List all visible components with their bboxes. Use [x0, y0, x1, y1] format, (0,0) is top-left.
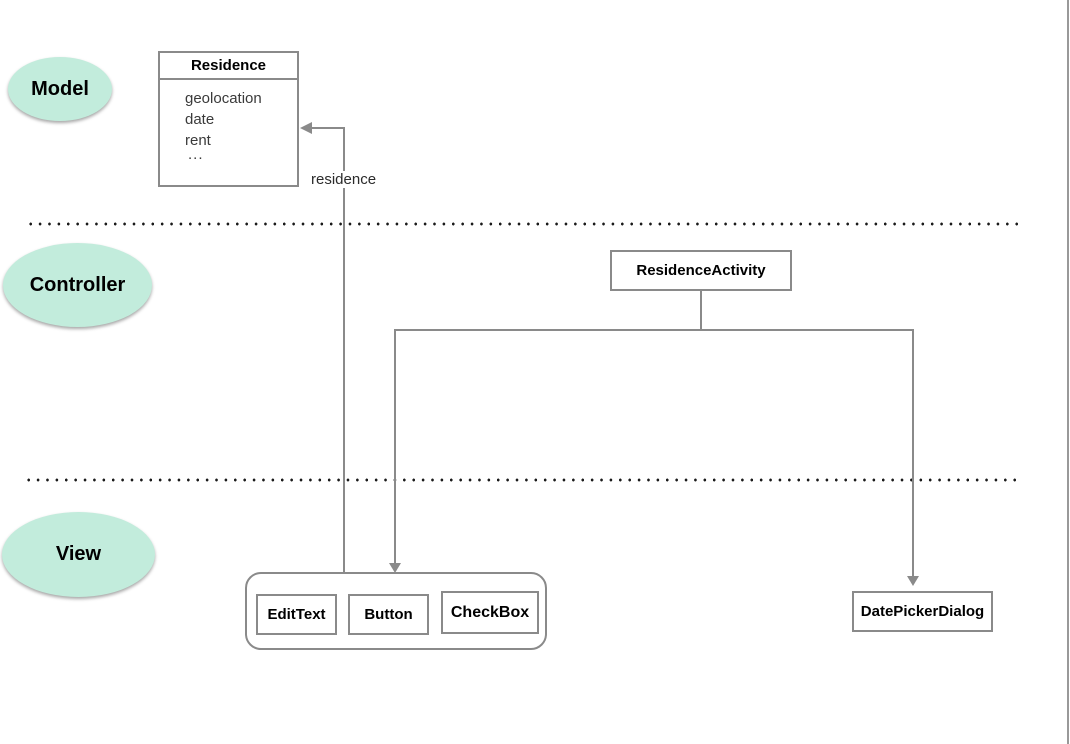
widget-label-checkbox: CheckBox [450, 603, 530, 621]
layer-label-controller: Controller [29, 273, 126, 296]
arrowhead-into-widget-group-icon [389, 563, 401, 573]
edge-residence-horizontal-segment [310, 127, 345, 129]
connector-activity-stem [700, 291, 702, 331]
connector-drop-to-dialog [912, 329, 914, 578]
attribute-geolocation: geolocation [185, 90, 262, 107]
widget-button: Button [348, 594, 429, 635]
widget-checkbox: CheckBox [441, 591, 539, 634]
attributes-more-indicator: ... [188, 146, 204, 163]
widget-edittext: EditText [256, 594, 337, 635]
widget-label-button: Button [364, 606, 413, 623]
arrowhead-into-residence-icon [300, 122, 312, 134]
separator-controller-view [24, 478, 1016, 482]
widget-group-box: EditText Button CheckBox [245, 572, 547, 650]
widget-label-edittext: EditText [267, 606, 326, 623]
layer-label-model: Model [31, 77, 89, 100]
edge-residence-vertical-segment [343, 127, 345, 573]
node-residence-activity: ResidenceActivity [610, 250, 792, 291]
attribute-date: date [185, 111, 215, 128]
class-title-residence: Residence [160, 53, 297, 80]
class-box-residence: Residence geolocation date rent ... [158, 51, 299, 187]
node-datepicker-dialog: DatePickerDialog [852, 591, 993, 632]
connector-activity-horizontal [394, 329, 914, 331]
layer-ellipse-view: View [2, 512, 155, 597]
page-right-border [1067, 0, 1069, 744]
layer-ellipse-controller: Controller [3, 243, 152, 327]
connector-drop-to-widget-group [394, 329, 396, 565]
node-label-residence-activity: ResidenceActivity [636, 262, 766, 279]
attribute-rent: rent [185, 132, 211, 149]
node-label-datepicker-dialog: DatePickerDialog [860, 603, 985, 620]
edge-label-residence: residence [308, 171, 380, 188]
arrowhead-into-dialog-icon [907, 576, 919, 586]
class-attributes-residence: geolocation date rent ... [160, 80, 297, 163]
layer-ellipse-model: Model [8, 57, 112, 121]
separator-model-controller [26, 222, 1021, 226]
layer-label-view: View [55, 543, 102, 565]
